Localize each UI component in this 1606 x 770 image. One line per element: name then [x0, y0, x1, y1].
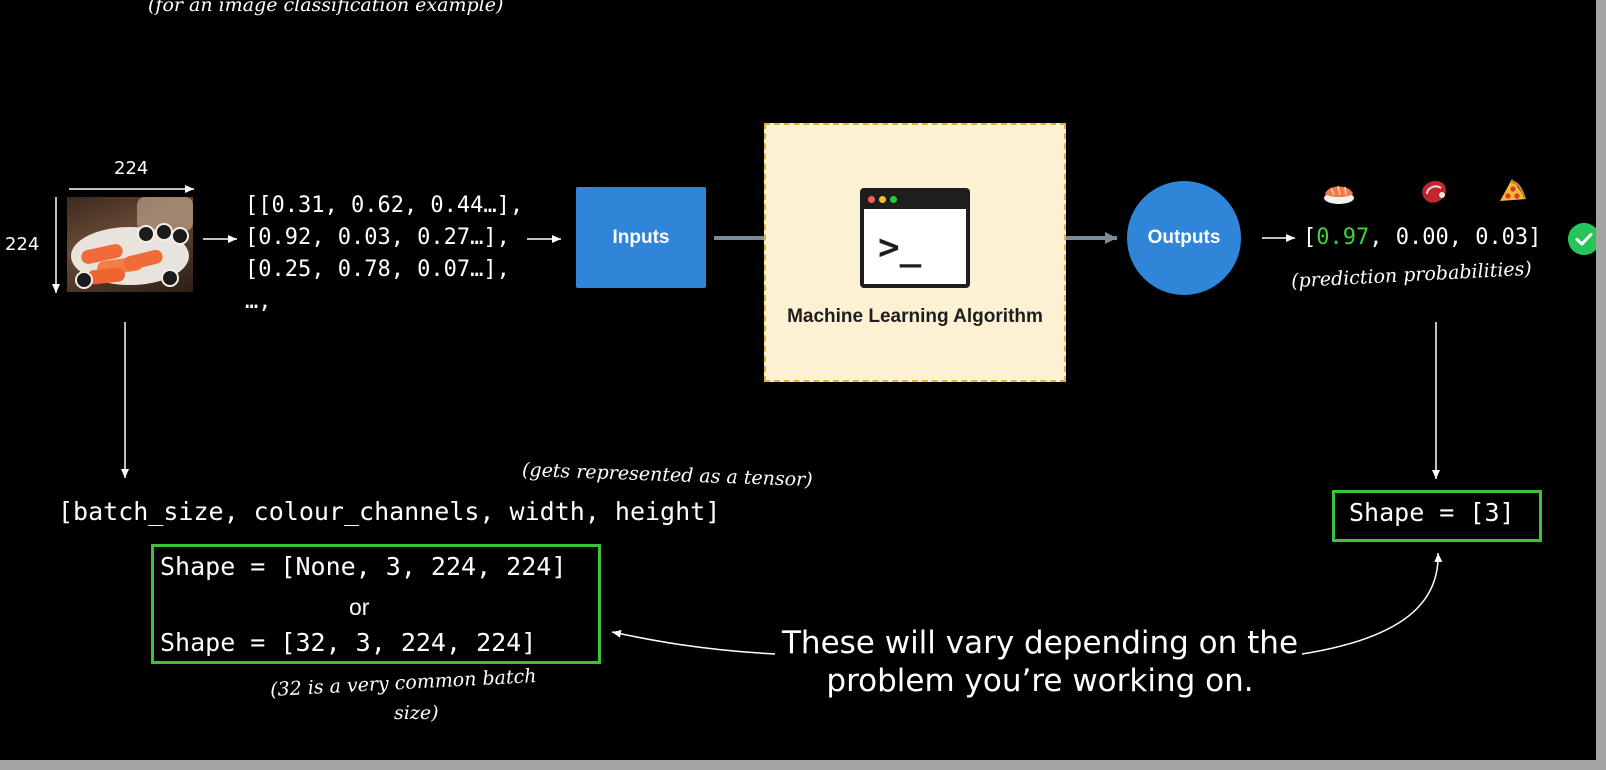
sushi-photo	[67, 197, 193, 292]
vary-note: These will vary depending on the problem…	[781, 625, 1299, 699]
steak-icon	[1422, 180, 1446, 203]
pizza-icon	[1500, 179, 1526, 201]
terminal-icon: >_	[860, 188, 970, 288]
tensor-row-1: [[0.31, 0.62, 0.44…],	[245, 193, 524, 218]
caption-top: (for an image classification example)	[148, 0, 504, 16]
prediction-top-probability: 0.97	[1316, 225, 1370, 250]
output-shape: Shape = [3]	[1349, 498, 1515, 527]
input-shape-or: or	[349, 594, 370, 620]
sushi-icon	[1324, 185, 1354, 204]
batch-note-line2: size)	[394, 702, 439, 724]
tensor-row-2: [0.92, 0.03, 0.27…],	[245, 225, 510, 250]
image-height-label: 224	[5, 234, 40, 255]
inputs-box: Inputs	[576, 187, 706, 288]
note-to-input-shape-arrow	[611, 629, 776, 655]
algorithm-label: Machine Learning Algorithm	[787, 306, 1043, 327]
image-width-label: 224	[114, 158, 149, 179]
inputs-label: Inputs	[612, 226, 670, 248]
input-shape-box	[151, 544, 601, 664]
input-shape-1: Shape = [None, 3, 224, 224]	[160, 552, 567, 581]
check-icon	[1568, 223, 1600, 255]
tensor-row-3: [0.25, 0.78, 0.07…],	[245, 257, 510, 282]
outputs-circle: Outputs	[1127, 181, 1241, 295]
prediction-open-bracket: [	[1303, 225, 1317, 250]
outputs-label: Outputs	[1147, 227, 1221, 248]
tensor-row-4: …,	[245, 289, 272, 314]
note-to-output-shape-arrow	[1301, 552, 1443, 655]
frame-border-bottom	[0, 760, 1606, 770]
frame-border-right	[1596, 0, 1606, 770]
prediction-rest: , 0.00, 0.03]	[1369, 225, 1542, 250]
prediction-probabilities: [0.97, 0.00, 0.03]	[1303, 225, 1541, 250]
input-shape-2: Shape = [32, 3, 224, 224]	[160, 628, 537, 657]
output-shape-box	[1332, 490, 1542, 542]
shape-format: [batch_size, colour_channels, width, hei…	[58, 497, 721, 526]
